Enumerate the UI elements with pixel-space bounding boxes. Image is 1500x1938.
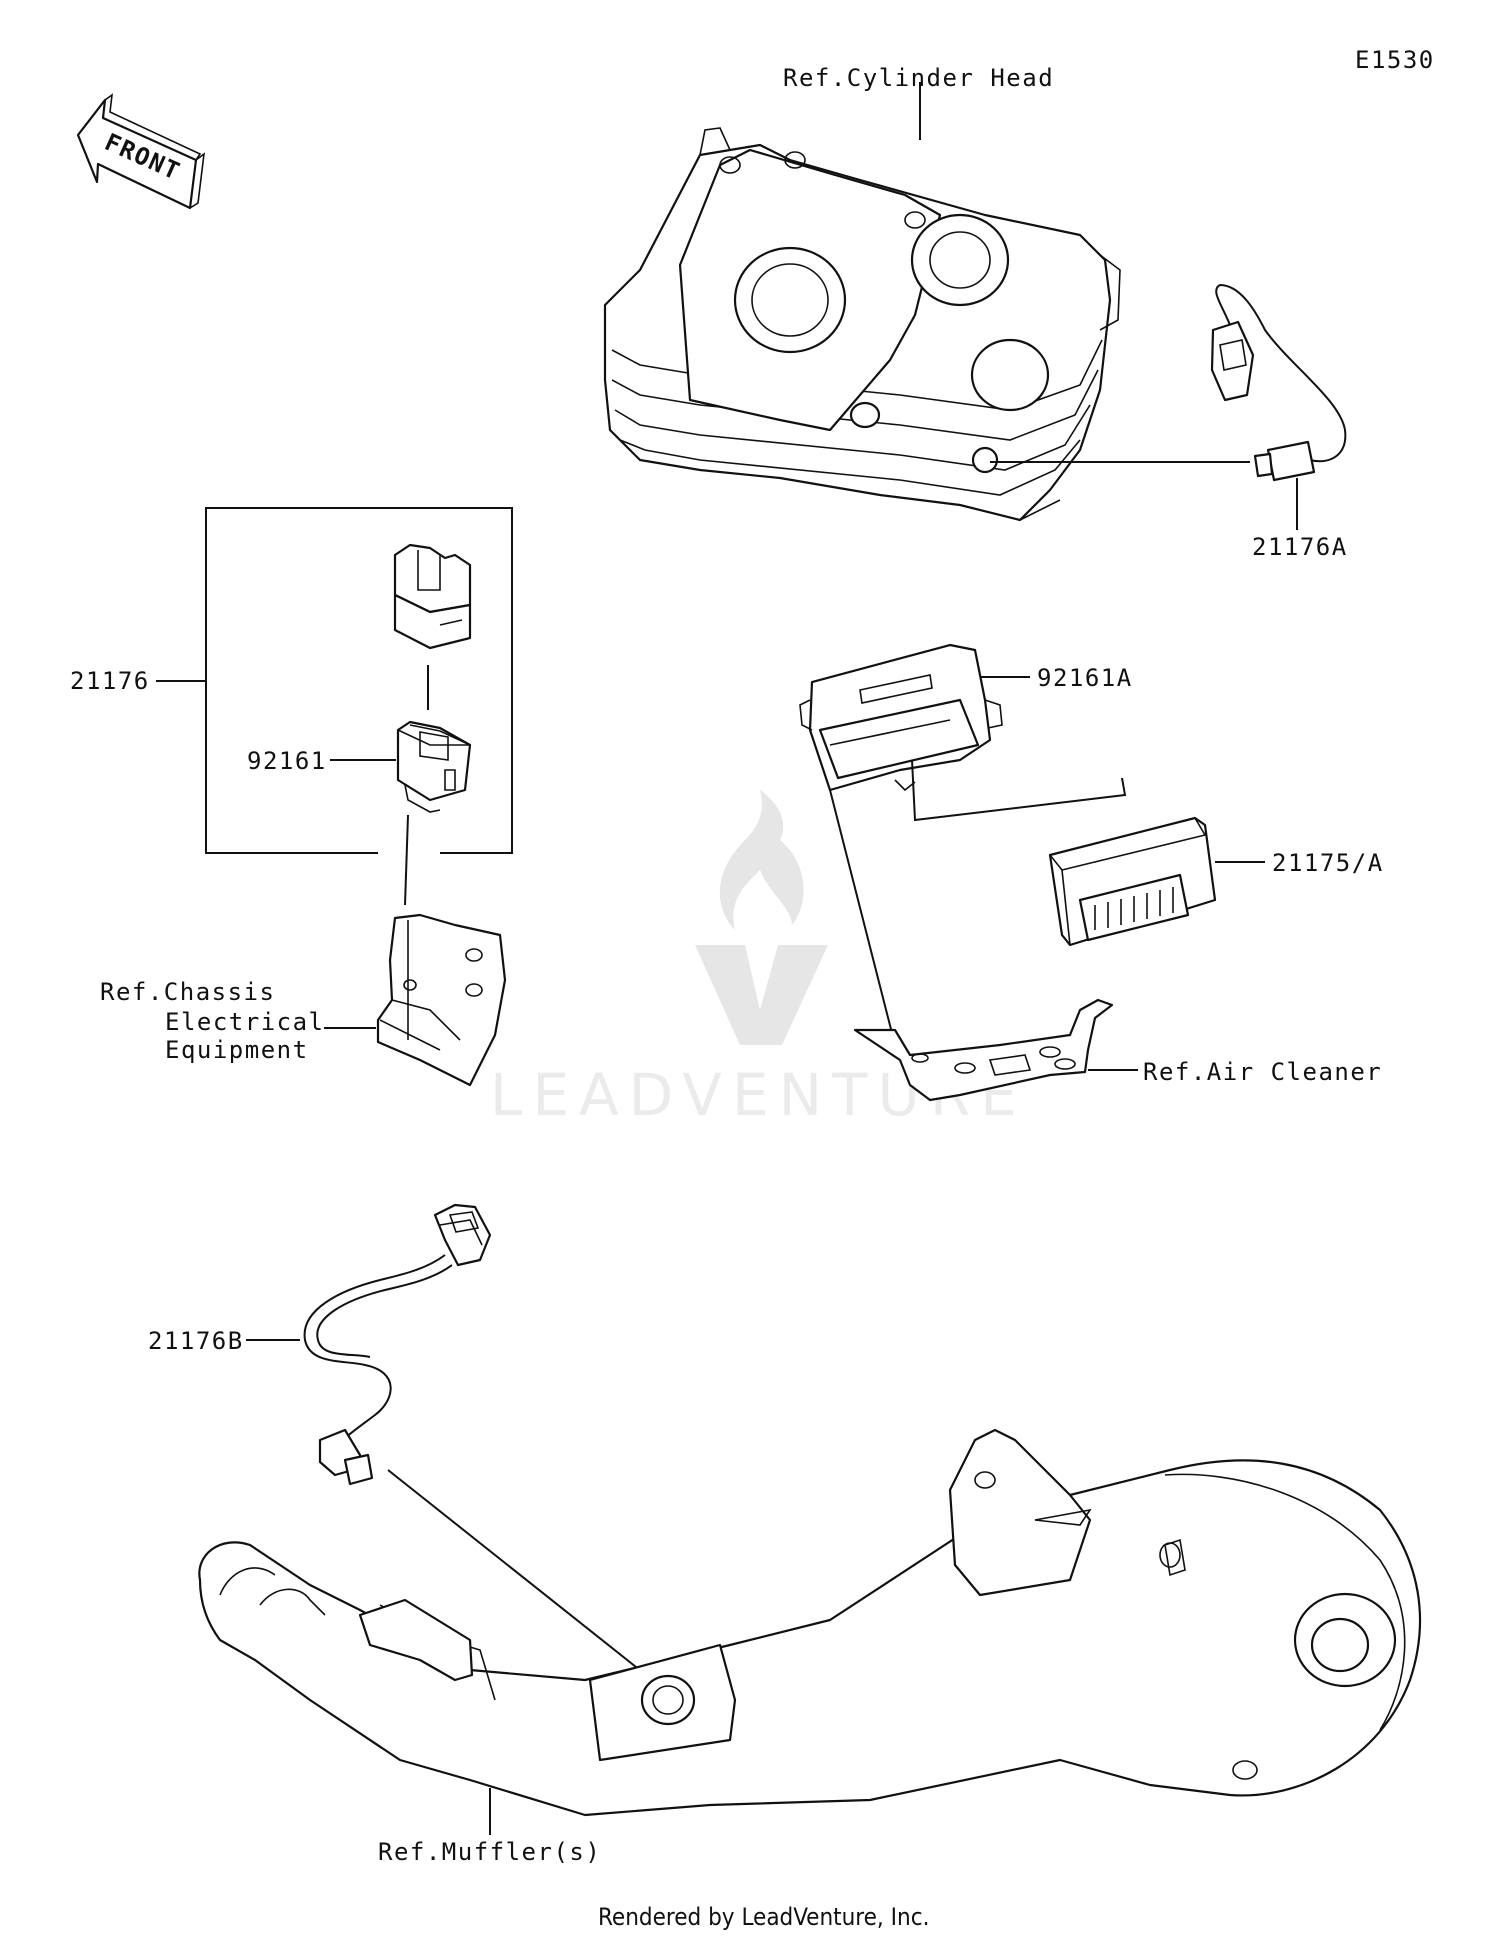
air-cleaner-bracket: Ref.Air Cleaner	[853, 998, 1382, 1102]
label-cylinder-head: Ref.Cylinder Head	[783, 64, 1054, 92]
ecu-cover-92161A: 92161A	[799, 643, 1133, 1046]
label-air-cleaner: Ref.Air Cleaner	[1143, 1058, 1382, 1086]
chassis-bracket: Ref.Chassis Electrical Equipment	[100, 913, 507, 1087]
label-92161A: 92161A	[1037, 664, 1133, 692]
footer-credit: Rendered by LeadVenture, Inc.	[598, 1903, 929, 1931]
label-21176A: 21176A	[1252, 533, 1348, 561]
kit-21176: 21176 92161	[70, 507, 513, 906]
label-21176B: 21176B	[148, 1327, 244, 1355]
label-92161: 92161	[247, 747, 327, 775]
label-21175A: 21175/A	[1272, 849, 1384, 877]
diagram-code: E1530	[1355, 46, 1435, 74]
cylinder-head: Ref.Cylinder Head	[603, 64, 1121, 522]
label-chassis-3: Equipment	[165, 1036, 309, 1064]
sensor-21176B: 21176B	[148, 1203, 666, 1691]
label-chassis-2: Electrical	[165, 1008, 325, 1036]
label-muffler: Ref.Muffler(s)	[378, 1838, 601, 1866]
label-21176: 21176	[70, 667, 150, 695]
sensor-21176A: 21176A	[990, 283, 1348, 561]
front-arrow-icon: FRONT	[76, 93, 206, 210]
muffler: Ref.Muffler(s)	[198, 1428, 1422, 1866]
ecu-21175A: 21175/A	[1048, 816, 1384, 947]
label-chassis-1: Ref.Chassis	[100, 978, 275, 1006]
